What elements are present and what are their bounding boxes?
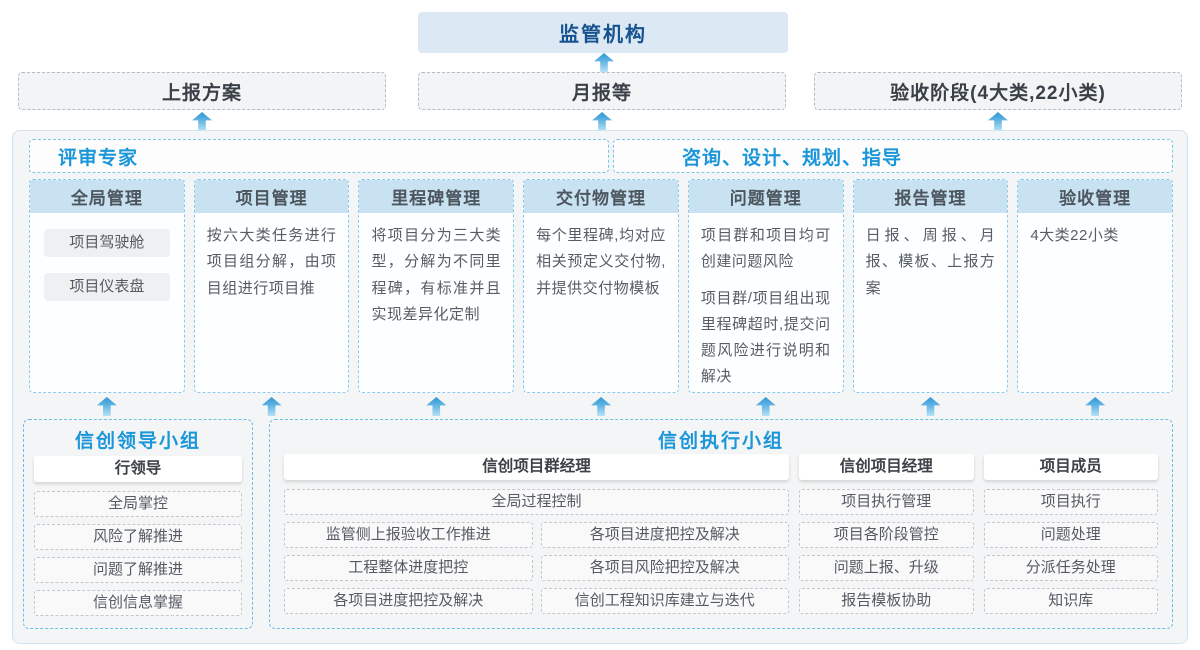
channel-report-plan: 上报方案 <box>18 72 386 110</box>
duty-item: 各项目进度把控及解决 <box>284 588 533 614</box>
up-arrow-icon <box>988 112 1008 131</box>
column-title: 交付物管理 <box>524 180 678 213</box>
arrow-slot <box>194 397 350 417</box>
column-description: 项目群和项目均可创建问题风险 项目群/项目组出现里程碑超时,提交问题风险进行说明… <box>689 213 843 392</box>
arrow-slot <box>523 397 679 417</box>
duty-item: 项目执行管理 <box>799 489 974 515</box>
description-paragraph: 日报、周报、月报、模板、上报方案 <box>865 227 996 297</box>
duty-item: 工程整体进度把控 <box>284 555 533 581</box>
up-arrow-icon <box>261 397 282 416</box>
duty-item: 全局掌控 <box>34 491 242 517</box>
execution-group: 信创执行小组 信创项目群经理 全局过程控制 监管侧上报验收工作推进 各项目进度把… <box>269 419 1173 629</box>
column-milestone-management: 里程碑管理 将项目分为三大类型，分解为不同里程碑，有标准并且实现差异化定制 <box>358 179 515 393</box>
duty-item: 风险了解推进 <box>34 524 242 550</box>
duty-item: 各项目风险把控及解决 <box>540 555 789 581</box>
role-bank-leader: 行领导 <box>34 456 242 482</box>
column-description: 日报、周报、月报、模板、上报方案 <box>854 213 1008 312</box>
project-member-column: 项目成员 项目执行 问题处理 分派任务处理 知识库 <box>983 454 1158 621</box>
pill-project-cockpit: 项目驾驶舱 <box>44 229 170 257</box>
pill-project-dashboard: 项目仪表盘 <box>44 273 170 301</box>
column-acceptance-management: 验收管理 4大类22小类 <box>1017 179 1174 393</box>
channel-monthly-report: 月报等 <box>418 72 786 110</box>
column-arrows <box>29 397 1173 417</box>
duty-item: 报告模板协助 <box>799 588 974 614</box>
arrow-slot <box>688 397 844 417</box>
group-title: 信创执行小组 <box>657 430 784 452</box>
column-title: 项目管理 <box>194 180 349 213</box>
column-deliverable-management: 交付物管理 每个里程碑,均对应相关预定义交付物,并提供交付物模板 <box>523 179 679 393</box>
duty-item: 各项目进度把控及解决 <box>540 522 789 548</box>
duty-item: 项目各阶段管控 <box>799 522 974 548</box>
advisory-band: 咨询、设计、规划、指导 <box>613 139 1173 173</box>
arrow-slot <box>1017 397 1173 417</box>
description-paragraph: 项目群和项目均可创建问题风险 <box>700 227 831 271</box>
up-arrow-icon <box>591 397 612 416</box>
column-project-management: 项目管理 按六大类任务进行项目组分解，由项目组进行项目推 <box>193 179 350 393</box>
column-description: 每个里程碑,均对应相关预定义交付物,并提供交付物模板 <box>524 213 678 312</box>
duty-item: 问题上报、升级 <box>799 555 974 581</box>
up-arrow-icon <box>920 397 941 416</box>
duty-item: 项目执行 <box>983 489 1158 515</box>
up-arrow-icon <box>426 397 447 416</box>
duty-item: 监管侧上报验收工作推进 <box>284 522 533 548</box>
up-arrow-icon <box>1085 397 1106 416</box>
duty-item: 问题了解推进 <box>34 557 242 583</box>
project-manager-column: 信创项目经理 项目执行管理 项目各阶段管控 问题上报、升级 报告模板协助 <box>799 454 974 621</box>
column-description: 将项目分为三大类型，分解为不同里程碑，有标准并且实现差异化定制 <box>359 213 513 338</box>
duty-item: 信创工程知识库建立与迭代 <box>540 588 789 614</box>
column-title: 问题管理 <box>688 180 843 213</box>
regulator-box: 监管机构 <box>418 12 788 53</box>
duty-item: 问题处理 <box>983 522 1158 548</box>
duty-item: 全局过程控制 <box>284 489 789 515</box>
description-paragraph: 4大类22小类 <box>1030 227 1119 244</box>
execution-columns: 信创项目群经理 全局过程控制 监管侧上报验收工作推进 各项目进度把控及解决 工程… <box>270 454 1172 621</box>
up-arrow-icon <box>755 397 776 416</box>
arrow-slot <box>29 397 185 417</box>
column-title: 里程碑管理 <box>359 180 514 213</box>
review-experts-band: 评审专家 <box>29 139 609 173</box>
arrow-slot <box>358 397 514 417</box>
leadership-group: 信创领导小组 行领导 全局掌控 风险了解推进 问题了解推进 信创信息掌握 <box>23 419 253 629</box>
up-arrow-icon <box>594 53 614 72</box>
up-arrow-icon <box>96 397 117 416</box>
arrow-slot <box>853 397 1009 417</box>
up-arrow-icon <box>192 112 212 131</box>
program-manager-column: 信创项目群经理 全局过程控制 监管侧上报验收工作推进 各项目进度把控及解决 工程… <box>284 454 789 621</box>
platform-container: 评审专家 咨询、设计、规划、指导 全局管理 项目驾驶舱 项目仪表盘 项目管理 按… <box>12 130 1188 644</box>
group-title: 信创领导小组 <box>74 430 201 452</box>
duty-item: 信创信息掌握 <box>34 590 242 616</box>
description-paragraph: 将项目分为三大类型，分解为不同里程碑，有标准并且实现差异化定制 <box>371 227 502 323</box>
role-program-manager: 信创项目群经理 <box>284 454 789 480</box>
column-issue-management: 问题管理 项目群和项目均可创建问题风险 项目群/项目组出现里程碑超时,提交问题风… <box>687 179 844 393</box>
column-global-management: 全局管理 项目驾驶舱 项目仪表盘 <box>29 179 185 393</box>
role-project-member: 项目成员 <box>983 454 1158 480</box>
duty-item: 分派任务处理 <box>983 555 1158 581</box>
duty-item: 知识库 <box>983 588 1158 614</box>
management-columns: 全局管理 项目驾驶舱 项目仪表盘 项目管理 按六大类任务进行项目组分解，由项目组… <box>29 179 1174 393</box>
column-title: 验收管理 <box>1018 180 1173 213</box>
description-paragraph: 按六大类任务进行项目组分解，由项目组进行项目推 <box>206 227 337 297</box>
column-title: 报告管理 <box>853 180 1008 213</box>
role-project-manager: 信创项目经理 <box>799 454 974 480</box>
description-paragraph: 每个里程碑,均对应相关预定义交付物,并提供交付物模板 <box>536 227 666 297</box>
up-arrow-icon <box>592 112 612 131</box>
channel-acceptance-phase: 验收阶段(4大类,22小类) <box>814 72 1182 110</box>
column-title: 全局管理 <box>30 180 184 213</box>
column-description: 4大类22小类 <box>1018 213 1172 259</box>
column-description: 按六大类任务进行项目组分解，由项目组进行项目推 <box>195 213 349 312</box>
column-report-management: 报告管理 日报、周报、月报、模板、上报方案 <box>852 179 1009 393</box>
program-manager-duties: 监管侧上报验收工作推进 各项目进度把控及解决 工程整体进度把控 各项目风险把控及… <box>284 522 789 614</box>
description-paragraph: 项目群/项目组出现里程碑超时,提交问题风险进行说明和解决 <box>700 289 831 386</box>
